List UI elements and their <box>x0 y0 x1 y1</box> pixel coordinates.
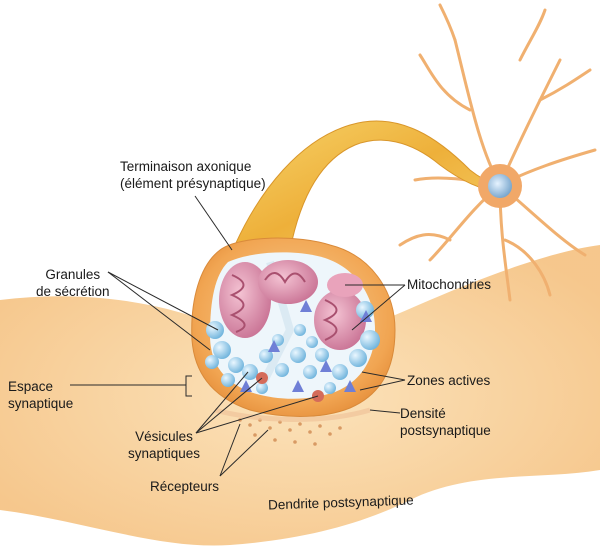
label-synaptic-space: Espace synaptique <box>8 378 73 412</box>
label-receptors: Récepteurs <box>150 478 219 495</box>
label-synaptic-vesicles: Vésicules synaptiques <box>128 428 200 462</box>
nucleus <box>488 174 512 198</box>
label-secretion-granules: Granules de sécrétion <box>36 266 110 300</box>
label-postsynaptic-density: Densité postsynaptique <box>400 405 491 439</box>
label-axon-terminal: Terminaison axonique (élément présynapti… <box>120 158 266 192</box>
label-active-zones: Zones actives <box>407 372 490 389</box>
label-mitochondria: Mitochondries <box>407 276 491 293</box>
axon <box>235 121 500 250</box>
